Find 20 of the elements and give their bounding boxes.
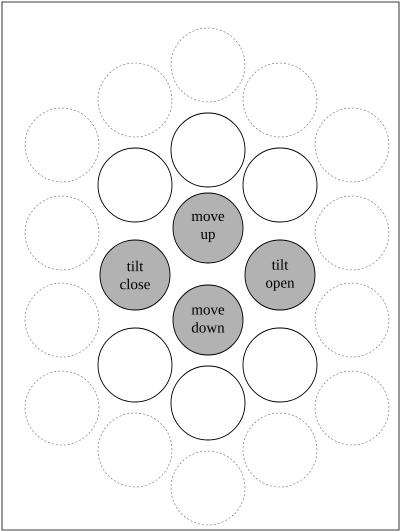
- dashed-circle: [170, 28, 246, 102]
- dashed-circle: [314, 108, 390, 182]
- dashed-circle: [24, 282, 100, 358]
- dashed-circle: [24, 196, 100, 270]
- dashed-circle: [170, 450, 246, 526]
- dashed-circle: [98, 412, 172, 488]
- dashed-circle: [242, 412, 318, 488]
- empty-circle: [242, 328, 318, 402]
- dashed-circle: [24, 370, 100, 446]
- dashed-circle: [314, 370, 390, 446]
- empty-circle: [242, 148, 318, 222]
- empty-circle: [98, 148, 172, 222]
- empty-circle: [170, 366, 246, 440]
- empty-circle: [98, 328, 172, 402]
- dashed-circle: [314, 196, 390, 270]
- dashed-circle: [314, 282, 390, 358]
- empty-circle: [170, 112, 246, 188]
- dashed-circle: [242, 62, 318, 138]
- dashed-circle: [98, 62, 172, 138]
- dashed-circle: [24, 108, 100, 182]
